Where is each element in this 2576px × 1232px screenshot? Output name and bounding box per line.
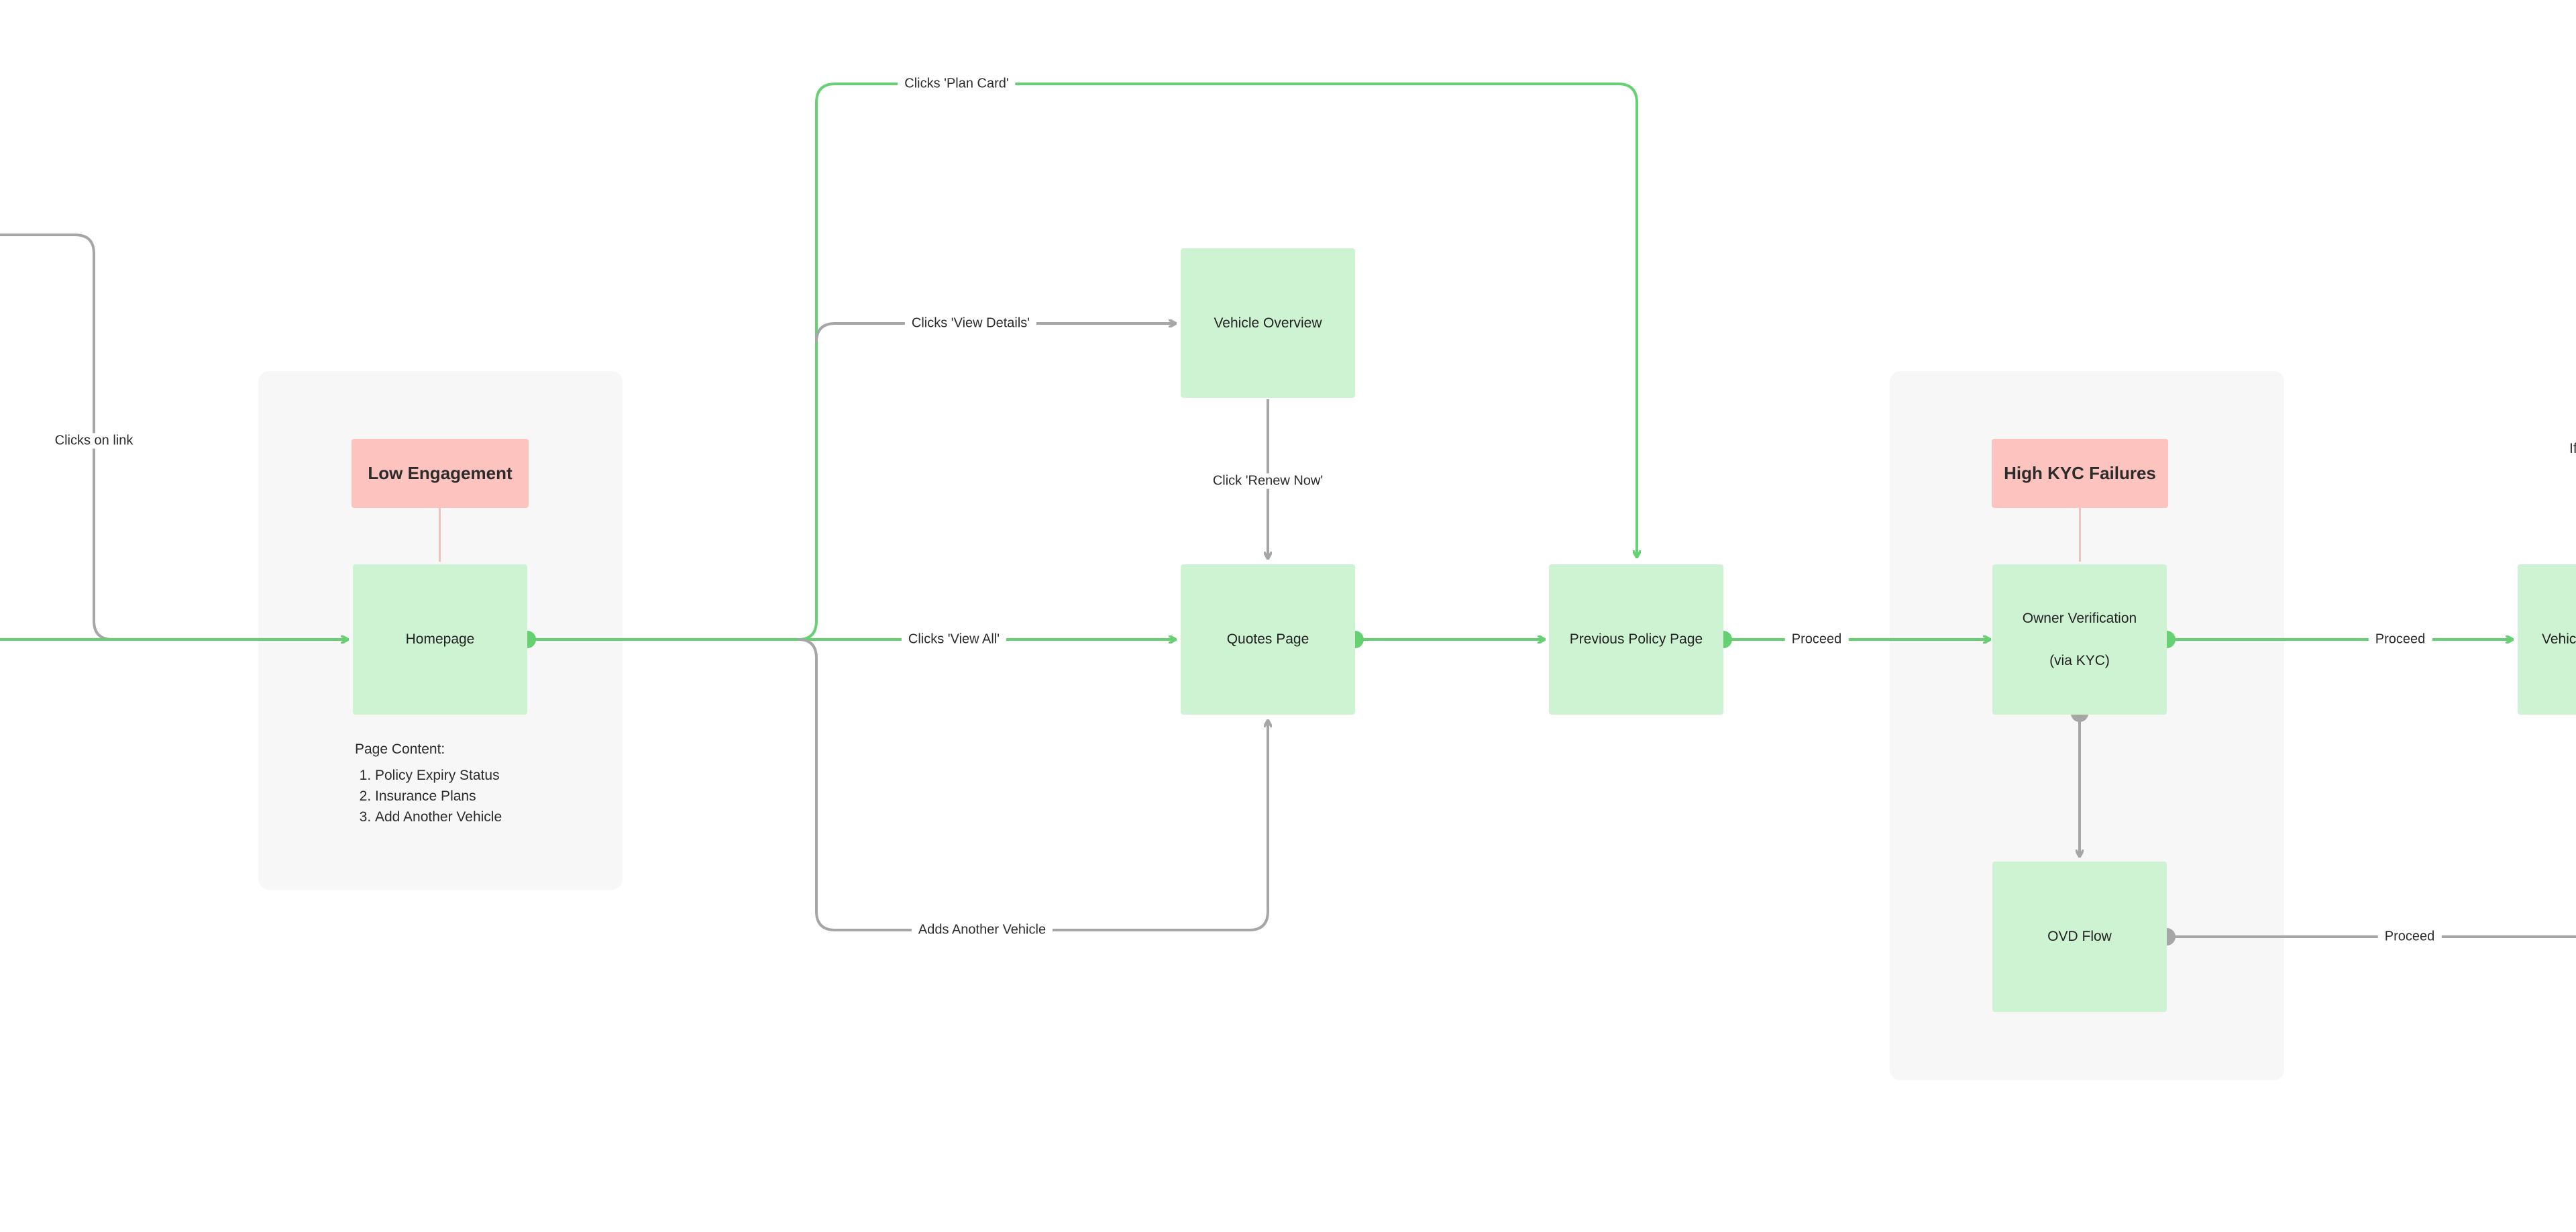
label-adds-another-vehicle: Adds Another Vehicle bbox=[911, 922, 1053, 938]
node-homepage-label: Homepage bbox=[405, 631, 475, 648]
node-previous-policy-page[interactable]: Previous Policy Page bbox=[1549, 564, 1723, 715]
high-kyc-connector bbox=[2079, 508, 2081, 562]
node-vehicle-partial[interactable]: Vehic bbox=[2518, 564, 2576, 715]
node-quotes-page-label: Quotes Page bbox=[1226, 631, 1309, 648]
label-proceed-kyc: Proceed bbox=[2368, 631, 2432, 648]
label-click-renew-now: Click 'Renew Now' bbox=[1205, 473, 1330, 489]
node-ovd-flow[interactable]: OVD Flow bbox=[1992, 862, 2167, 1012]
callout-high-kyc-failures: High KYC Failures bbox=[1992, 439, 2168, 508]
label-clicks-view-details: Clicks 'View Details' bbox=[904, 315, 1037, 331]
node-previous-policy-label: Previous Policy Page bbox=[1569, 631, 1703, 648]
connector-view-details bbox=[815, 323, 1175, 343]
label-proceed-ovd: Proceed bbox=[2377, 929, 2442, 945]
homepage-page-content-notes: Page Content: Policy Expiry Status Insur… bbox=[355, 739, 596, 827]
node-ovd-flow-label: OVD Flow bbox=[2047, 929, 2112, 945]
low-engagement-connector bbox=[439, 508, 441, 562]
label-proceed-policy: Proceed bbox=[1784, 631, 1849, 648]
node-owner-verification-sublabel: (via KYC) bbox=[2049, 653, 2110, 668]
right-edge-text-fragment: If bbox=[2569, 441, 2576, 456]
notes-item: Insurance Plans bbox=[375, 786, 596, 807]
notes-item: Policy Expiry Status bbox=[375, 765, 596, 786]
label-clicks-on-link: Clicks on link bbox=[48, 433, 140, 449]
node-owner-verification-label: Owner Verification bbox=[2022, 610, 2137, 626]
node-vehicle-overview[interactable]: Vehicle Overview bbox=[1181, 248, 1355, 398]
node-quotes-page[interactable]: Quotes Page bbox=[1181, 564, 1355, 715]
node-homepage[interactable]: Homepage bbox=[353, 564, 527, 715]
notes-list: Policy Expiry Status Insurance Plans Add… bbox=[355, 765, 596, 827]
connector-adds-vehicle bbox=[798, 638, 1268, 931]
node-vehicle-overview-label: Vehicle Overview bbox=[1214, 315, 1322, 331]
notes-item: Add Another Vehicle bbox=[375, 807, 596, 827]
notes-heading: Page Content: bbox=[355, 741, 445, 757]
label-clicks-plan-card: Clicks 'Plan Card' bbox=[898, 76, 1016, 92]
node-owner-verification[interactable]: Owner Verification (via KYC) bbox=[1992, 564, 2167, 715]
label-clicks-view-all: Clicks 'View All' bbox=[901, 631, 1007, 648]
callout-low-engagement: Low Engagement bbox=[352, 439, 529, 508]
connector-plan-card bbox=[798, 83, 1637, 641]
node-vehicle-partial-label: Vehic bbox=[2542, 631, 2576, 648]
